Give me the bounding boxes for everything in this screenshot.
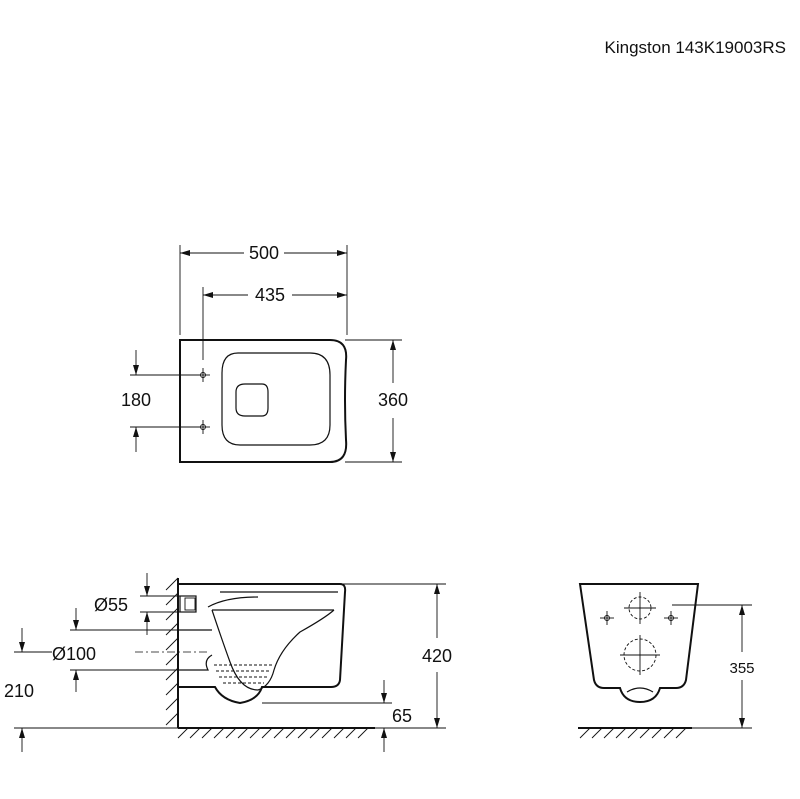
dimension-overall-length (179, 245, 348, 335)
dimension-fixing-spacing-label: 180 (121, 390, 151, 410)
dimension-mount-height (672, 604, 752, 729)
rear-fixing-hole-right (664, 611, 678, 625)
dimension-inlet-diameter-label: Ø55 (94, 595, 128, 615)
inlet-fitting-inner (184, 597, 196, 611)
side-view: Ø55 Ø100 210 4 (4, 573, 452, 752)
inlet-fitting (179, 595, 197, 613)
dimension-outlet-height (14, 628, 178, 752)
side-view-bowl-inner (211, 609, 335, 691)
dimension-outlet-height-label: 210 (4, 681, 34, 701)
model-title: Kingston 143K19003RS (604, 38, 786, 57)
dimension-front-gap-label: 65 (392, 706, 412, 726)
top-view: 500 435 180 360 (121, 243, 408, 463)
rear-outlet-hole (620, 635, 660, 675)
dimension-mount-height-label: 355 (729, 660, 754, 677)
dimension-fixing-spacing (130, 350, 200, 452)
dimension-front-gap (262, 680, 392, 752)
side-view-water (214, 664, 272, 684)
rear-fixing-hole-left (600, 611, 614, 625)
dimension-overall-length-label: 500 (249, 243, 279, 263)
side-view-seat (207, 596, 334, 611)
dimension-inlet-diameter (140, 573, 180, 635)
dimension-height (342, 583, 446, 729)
top-view-seat (221, 352, 331, 446)
dimension-outlet-diameter-label: Ø100 (52, 644, 96, 664)
side-view-outline (178, 583, 347, 705)
wall-hatching (165, 577, 179, 726)
dimension-outlet-diameter (70, 608, 178, 692)
rear-view: 355 (578, 583, 755, 739)
dimension-height-label: 420 (422, 646, 452, 666)
rear-view-outlet-curve (626, 687, 654, 693)
dimension-fixing-distance-label: 435 (255, 285, 285, 305)
top-view-water-surface (235, 383, 269, 417)
outlet-pipe (178, 629, 213, 671)
rear-view-outline (578, 583, 700, 704)
rear-inlet-hole (624, 592, 656, 624)
dimension-width-label: 360 (378, 390, 408, 410)
floor-hatching (177, 727, 369, 739)
rear-floor-hatching (579, 727, 687, 739)
dimension-width (345, 339, 402, 463)
top-view-outline (179, 339, 348, 463)
dimension-fixing-distance (202, 287, 347, 360)
